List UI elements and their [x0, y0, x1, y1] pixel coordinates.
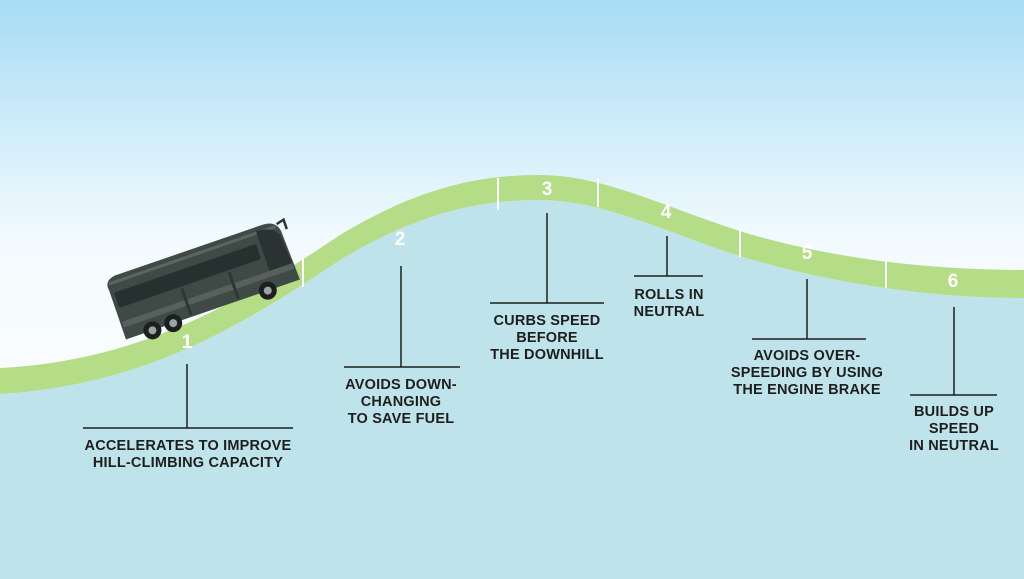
step-6-line-2: SPEED — [928, 421, 980, 437]
step-label-4: ROLLS IN NEUTRAL — [619, 287, 719, 321]
step-label-5: AVOIDS OVER- SPEEDING BY USING THE ENGIN… — [727, 348, 887, 399]
step-label-1: ACCELERATES TO IMPROVE HILL-CLIMBING CAP… — [78, 438, 298, 472]
step-label-2: AVOIDS DOWN- CHANGING TO SAVE FUEL — [331, 377, 471, 428]
leader-lines — [83, 213, 997, 429]
step-label-6: BUILDS UP SPEED IN NEUTRAL — [899, 404, 1009, 455]
leader-line-2 — [344, 266, 460, 368]
step-3-line-2: BEFORE — [516, 330, 578, 346]
step-number-6: 6 — [948, 271, 959, 292]
leader-line-5 — [752, 279, 866, 340]
road-dividers — [302, 178, 887, 288]
step-5-line-1: AVOIDS OVER- — [753, 348, 861, 364]
step-number-4: 4 — [661, 202, 672, 223]
step-number-1: 1 — [182, 332, 193, 353]
step-label-3: CURBS SPEED BEFORE THE DOWNHILL — [477, 313, 617, 364]
step-5-line-2: SPEEDING BY USING — [730, 365, 884, 381]
step-1-line-1: ACCELERATES TO IMPROVE — [84, 438, 292, 454]
step-6-line-3: IN NEUTRAL — [909, 438, 999, 454]
ground — [0, 200, 1024, 579]
step-number-5: 5 — [802, 243, 813, 264]
step-2-line-3: TO SAVE FUEL — [347, 411, 455, 427]
step-3-line-3: THE DOWNHILL — [490, 347, 604, 363]
step-2-line-1: AVOIDS DOWN- — [345, 377, 457, 393]
leader-line-6 — [910, 307, 997, 396]
leader-line-3 — [490, 213, 604, 304]
step-4-line-1: ROLLS IN — [634, 287, 704, 303]
step-number-2: 2 — [395, 229, 406, 250]
step-number-3: 3 — [542, 179, 553, 200]
road — [0, 175, 1024, 394]
step-6-line-1: BUILDS UP — [914, 404, 994, 420]
step-3-line-1: CURBS SPEED — [493, 313, 601, 329]
step-4-line-2: NEUTRAL — [633, 304, 705, 320]
step-1-line-2: HILL-CLIMBING CAPACITY — [92, 455, 284, 471]
step-5-line-3: THE ENGINE BRAKE — [733, 382, 881, 398]
leader-line-1 — [83, 364, 293, 429]
leader-line-4 — [634, 236, 703, 277]
bus-icon — [107, 217, 300, 340]
step-2-line-2: CHANGING — [360, 394, 442, 410]
